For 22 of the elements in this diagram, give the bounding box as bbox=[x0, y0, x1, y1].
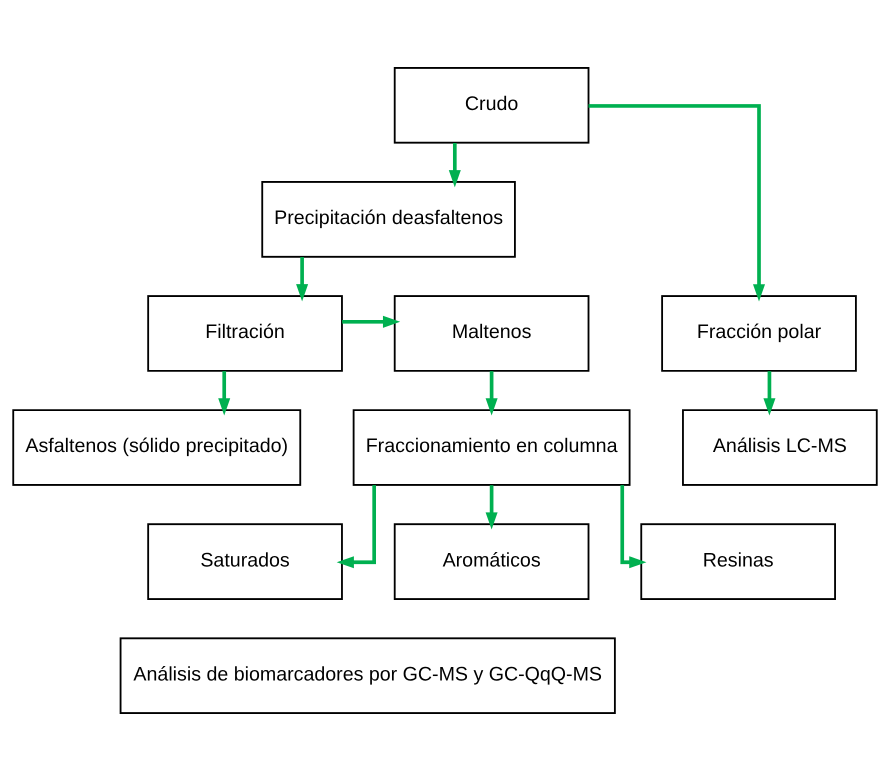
node-box: Asfaltenos (sólido precipitado) bbox=[12, 408, 302, 486]
arrow bbox=[620, 484, 646, 568]
node-box: Precipitación deasfaltenos bbox=[261, 180, 516, 258]
arrow bbox=[486, 370, 498, 415]
node-box: Maltenos bbox=[394, 294, 590, 372]
arrow bbox=[588, 104, 766, 301]
node-box: Filtración bbox=[147, 294, 343, 372]
node-box: Análisis LC-MS bbox=[682, 408, 878, 486]
node-box: Resinas bbox=[640, 522, 836, 600]
node-box: Fraccionamiento en columna bbox=[352, 408, 631, 486]
arrow bbox=[763, 370, 776, 415]
node-box: Saturados bbox=[147, 522, 343, 600]
node-box: Análisis de biomarcadores por GC-MS y GC-QqQ-MS bbox=[120, 636, 616, 714]
arrow bbox=[448, 142, 461, 187]
node-box: Fracción polar bbox=[661, 294, 857, 372]
arrow bbox=[336, 484, 376, 568]
node-box: Aromáticos bbox=[394, 522, 590, 600]
arrow bbox=[342, 315, 400, 328]
arrow bbox=[218, 370, 230, 415]
arrow bbox=[486, 484, 498, 530]
arrow bbox=[296, 256, 308, 301]
node-box: Crudo bbox=[394, 66, 590, 144]
